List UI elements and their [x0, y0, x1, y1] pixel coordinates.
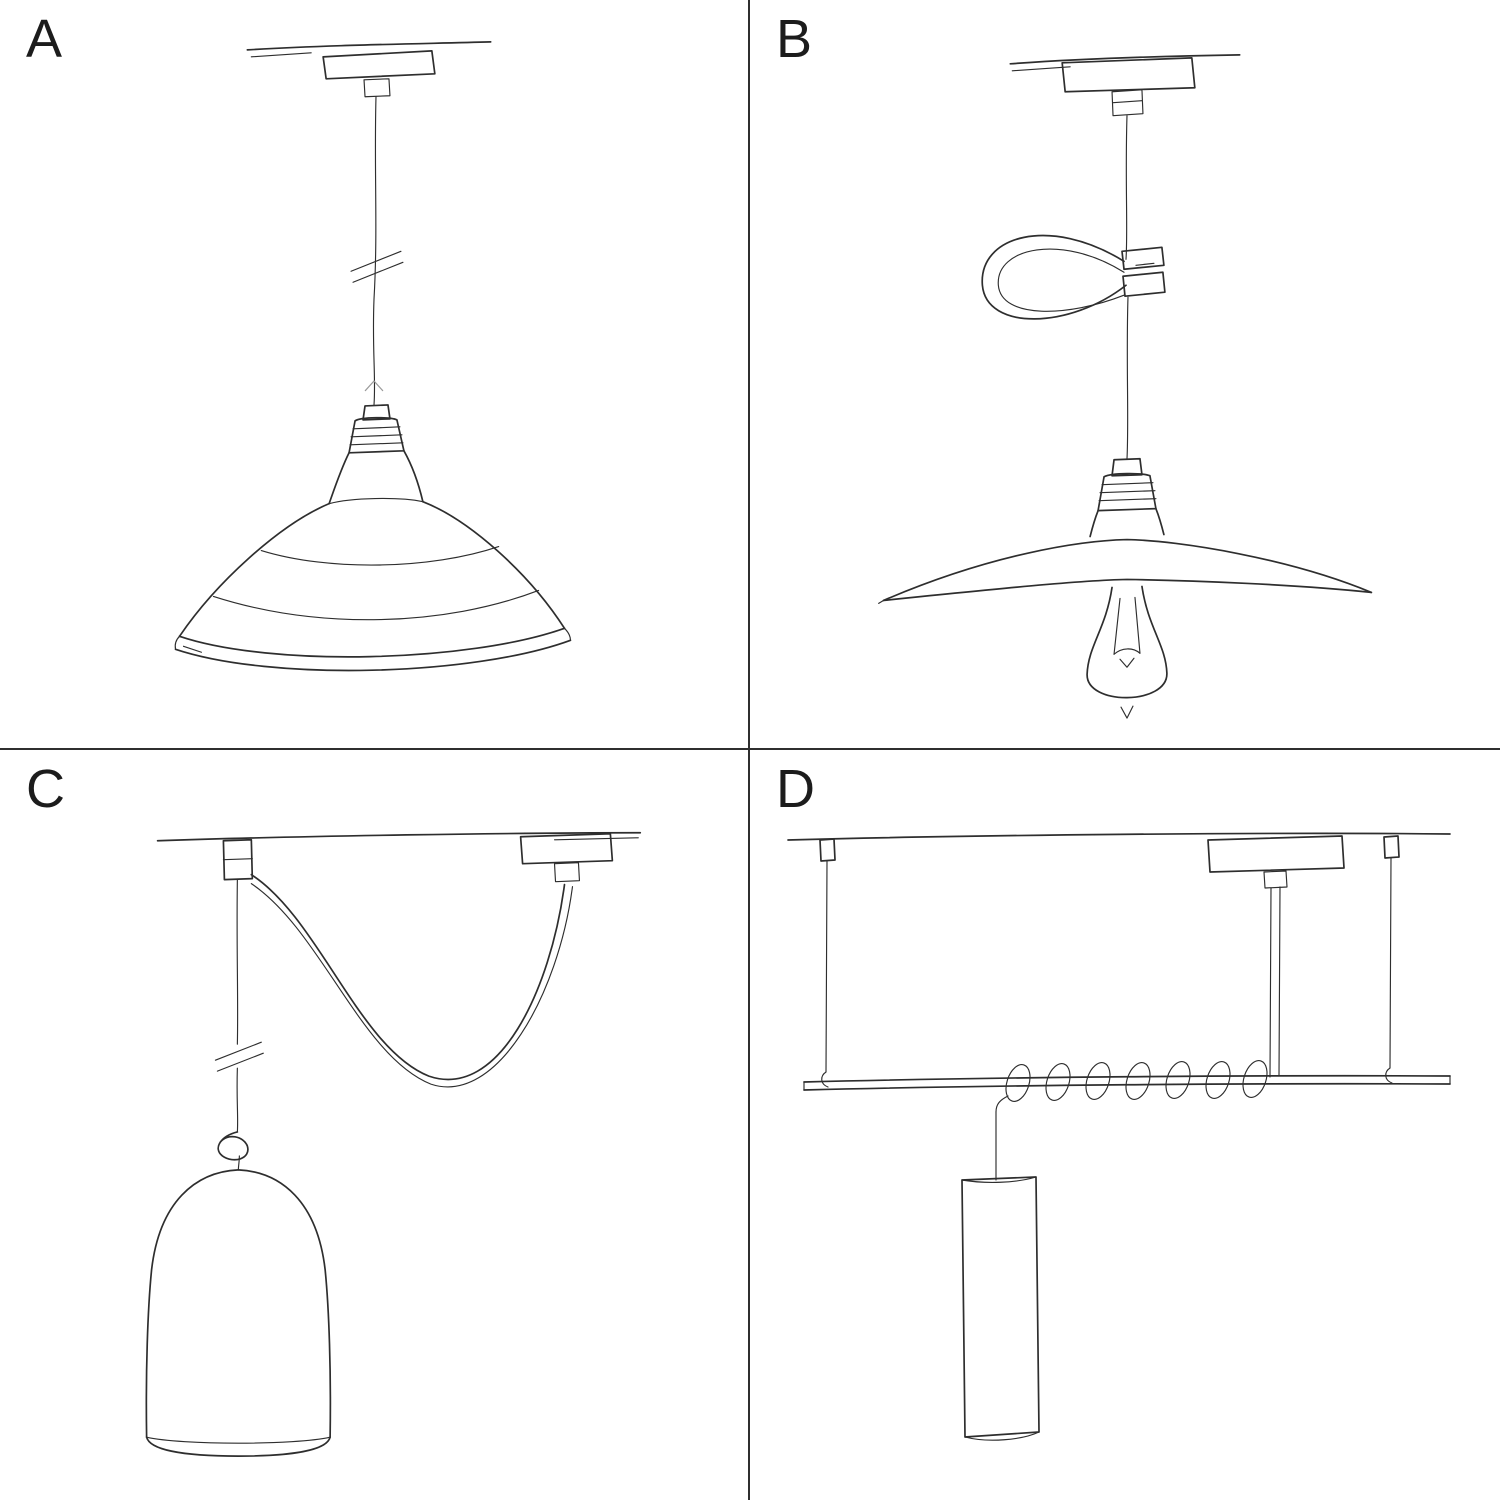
bar-suspension-tube-pendant-sketch — [787, 832, 1451, 1441]
ceiling-line — [1009, 54, 1241, 72]
ceiling-rose — [322, 50, 436, 98]
panel-a: A — [0, 0, 750, 750]
cable-knot — [217, 1131, 249, 1171]
ceiling-line — [246, 41, 492, 58]
left-suspension-wire — [819, 838, 836, 1088]
coiled-cable — [995, 1060, 1268, 1113]
drop-cable — [236, 879, 239, 1133]
pendant-peg-loop-flat-shade-sketch — [878, 54, 1373, 719]
lamp-holder — [328, 404, 424, 505]
cable-break-marks — [214, 1041, 264, 1072]
ceiling-line — [787, 832, 1451, 841]
right-suspension-wire — [1383, 835, 1400, 1084]
bistro-shade — [174, 497, 572, 672]
swag-pendant-bell-shade-sketch — [145, 831, 642, 1457]
tube-pendant — [961, 1176, 1040, 1441]
ceiling-hook-block — [222, 838, 254, 881]
ceiling-line — [156, 831, 642, 842]
cable-length-chevron — [364, 380, 384, 392]
cable-break-marks — [350, 250, 404, 283]
panel-a-label: A — [26, 9, 64, 69]
flat-plate-shade — [878, 538, 1373, 604]
pendant-industrial-shade-sketch — [174, 41, 572, 672]
panel-d-label: D — [776, 759, 816, 819]
ceiling-rose — [519, 832, 614, 883]
panel-d: D — [750, 750, 1500, 1500]
panel-c-label: C — [26, 759, 66, 819]
panel-b-label: B — [776, 9, 814, 69]
bell-shade — [145, 1169, 332, 1457]
pendant-cable — [372, 96, 377, 406]
rigid-stem — [1269, 886, 1281, 1078]
ceiling-rose — [1207, 835, 1345, 889]
lamp-holder — [1089, 457, 1165, 538]
cable-loop — [981, 234, 1127, 320]
pendant-cable — [1125, 115, 1129, 460]
panel-b: B — [750, 0, 1500, 750]
swag-cable — [250, 873, 574, 1088]
ceiling-rose — [1061, 56, 1196, 117]
light-bulb — [1086, 585, 1168, 719]
panel-c: C — [0, 750, 750, 1500]
clothes-peg-clip — [1121, 246, 1166, 298]
